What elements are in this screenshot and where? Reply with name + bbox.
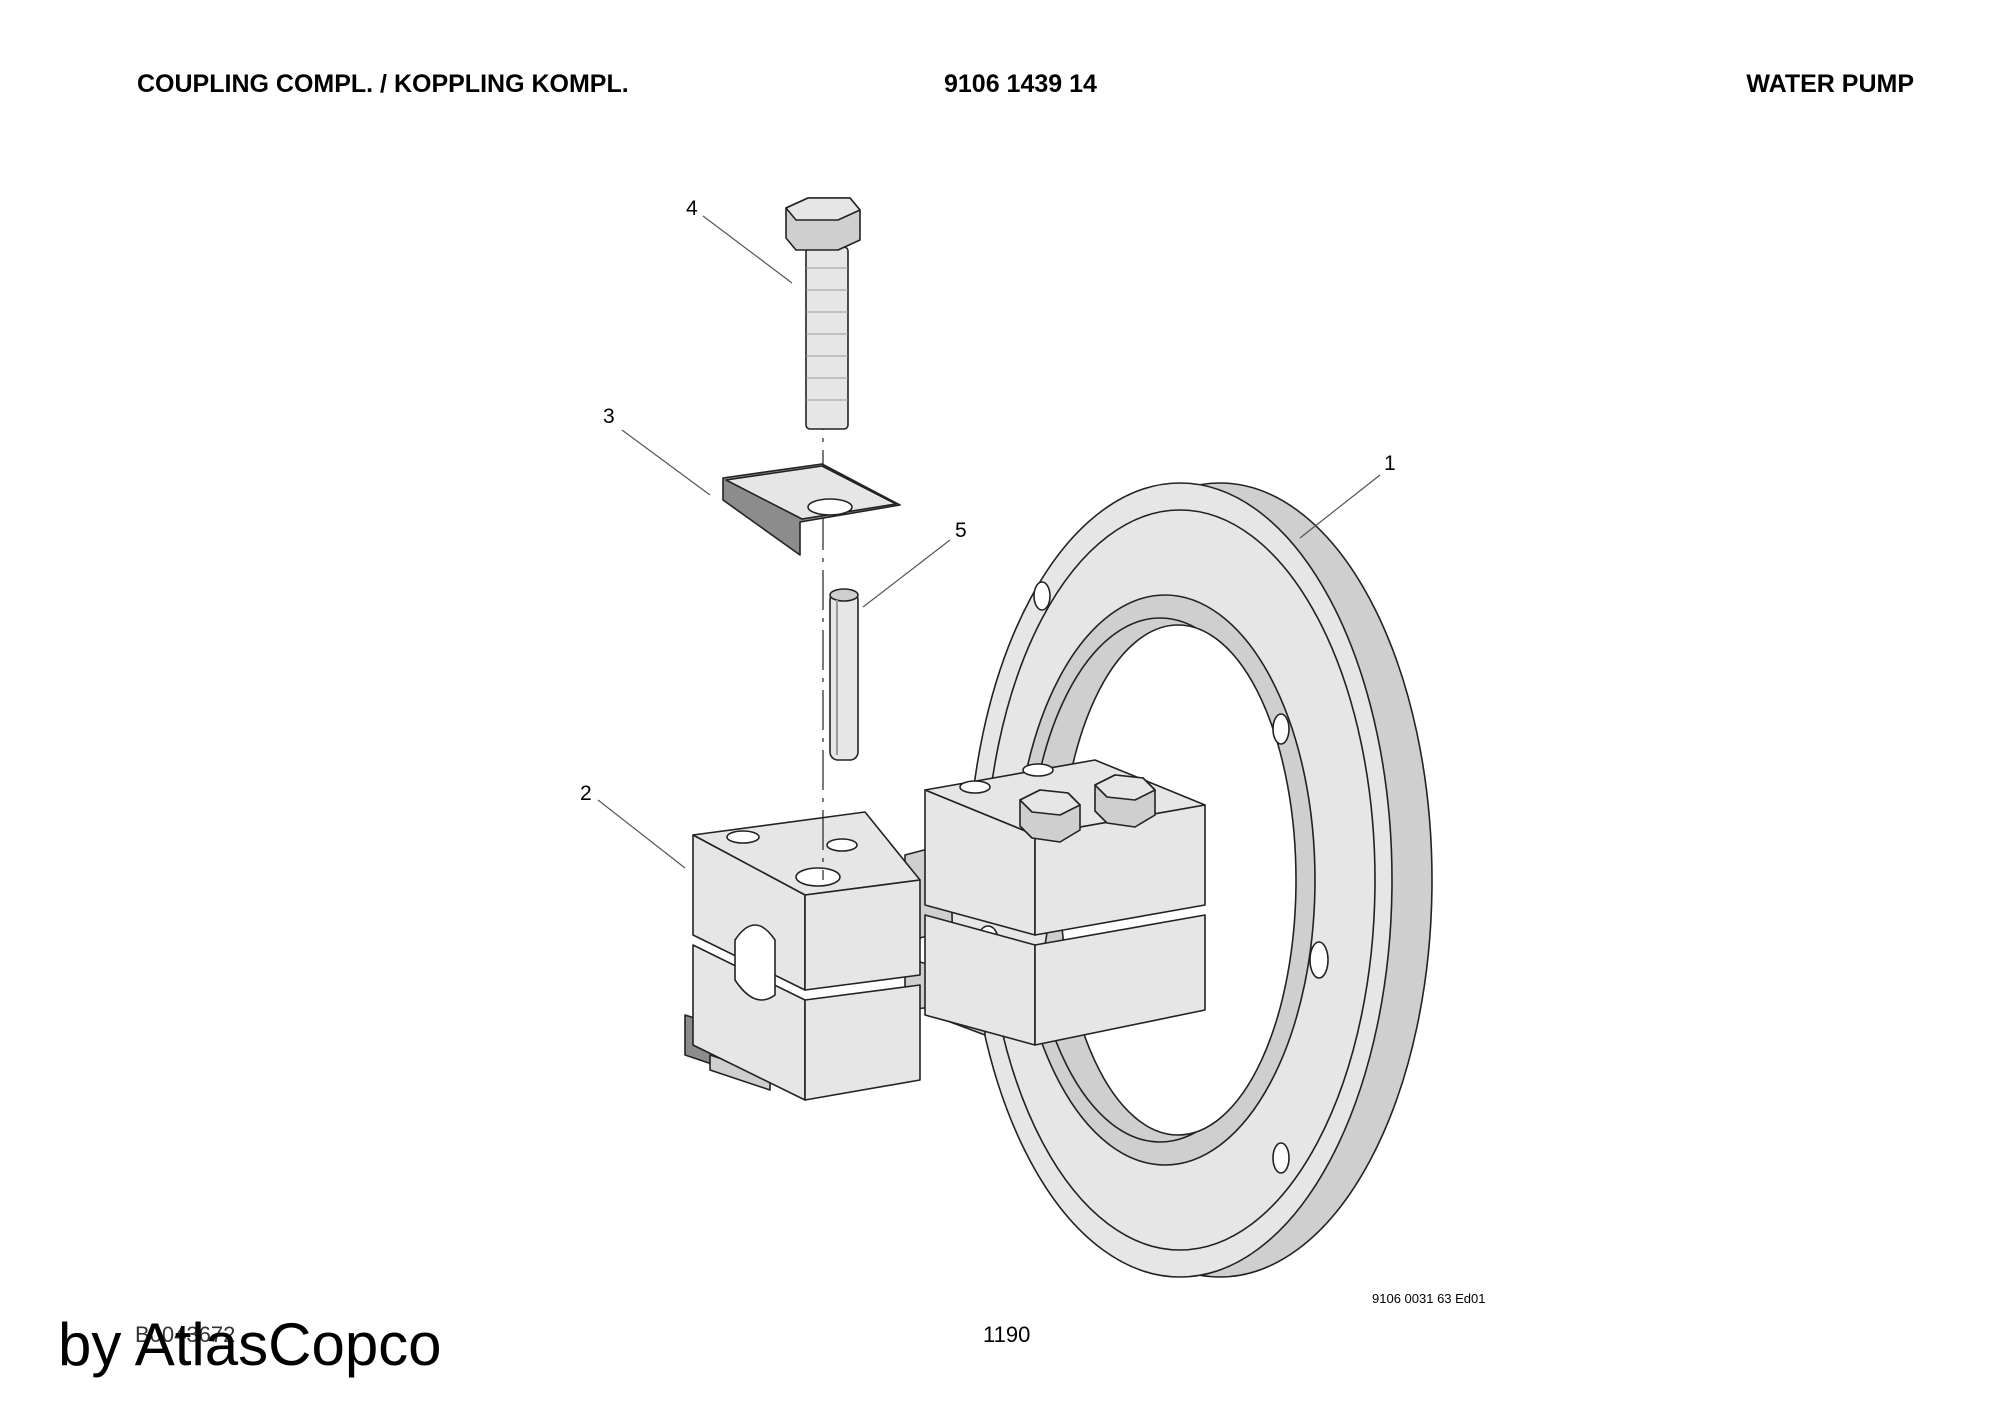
hex-bolt	[785, 197, 861, 430]
spring-pin	[829, 588, 859, 761]
callout-3: 3	[603, 405, 615, 428]
callout-4: 4	[686, 197, 698, 220]
drawing-number: 9106 0031 63 Ed01	[1372, 1291, 1486, 1306]
right-clamp-block	[924, 759, 1206, 1046]
leader-line-5	[862, 539, 951, 608]
tab-washer	[722, 463, 901, 556]
watermark: by AtlasCopco	[58, 1311, 442, 1378]
callout-1: 1	[1384, 452, 1396, 475]
left-clamp-block	[684, 811, 921, 1101]
figure-reference: B0043672	[135, 1322, 236, 1347]
callout-2: 2	[580, 782, 592, 805]
callout-5: 5	[955, 519, 967, 542]
leader-line-1	[1299, 474, 1381, 539]
leader-line-4	[702, 215, 793, 284]
page-number: 1190	[983, 1322, 1031, 1347]
part-number: 9106 1439 14	[944, 70, 1097, 98]
leader-line-3	[621, 429, 711, 496]
page-title: COUPLING COMPL. / KOPPLING KOMPL.	[137, 70, 629, 98]
leader-line-2	[597, 799, 686, 869]
section-title: WATER PUMP	[1746, 70, 1914, 98]
